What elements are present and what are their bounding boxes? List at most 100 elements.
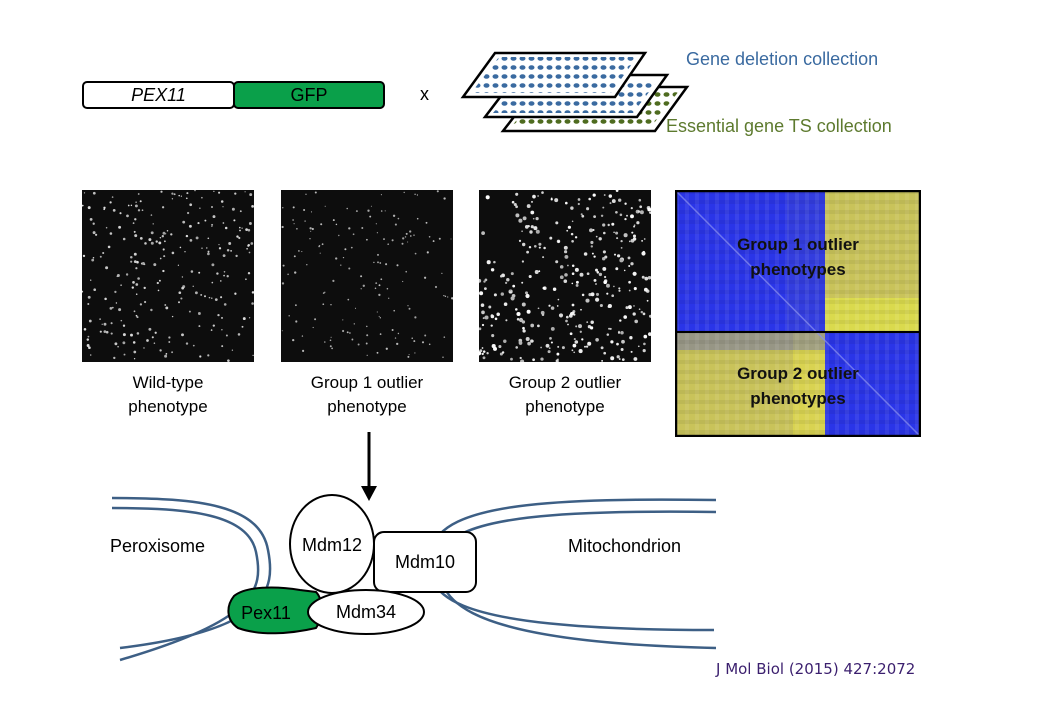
fluorescent-spot xyxy=(538,246,541,249)
fluorescent-spot xyxy=(319,252,321,254)
fluorescent-spot xyxy=(354,307,357,309)
fluorescent-spot xyxy=(220,200,224,203)
fluorescent-spot xyxy=(505,319,508,322)
fluorescent-spot xyxy=(567,264,569,267)
fluorescent-spot xyxy=(239,229,241,232)
fluorescent-spot xyxy=(113,356,116,360)
fluorescent-spot xyxy=(119,212,122,215)
fluorescent-spot xyxy=(643,342,646,346)
fluorescent-spot xyxy=(116,274,120,277)
fluorescent-spot xyxy=(311,227,314,231)
fluorescent-spot xyxy=(501,351,505,354)
fluorescent-spot xyxy=(370,205,372,207)
mitochondrion-label: Mitochondrion xyxy=(568,536,682,556)
fluorescent-spot xyxy=(569,332,573,336)
fluorescent-spot xyxy=(135,267,138,270)
fluorescent-spot xyxy=(366,354,368,356)
fluorescent-spot xyxy=(609,327,612,330)
fluorescent-spot xyxy=(596,271,600,274)
fluorescent-spot xyxy=(133,260,137,263)
fluorescent-spot xyxy=(184,251,186,253)
fluorescent-spot xyxy=(629,336,633,340)
fluorescent-spot xyxy=(194,291,198,295)
fluorescent-spot xyxy=(247,271,251,275)
fluorescent-spot xyxy=(246,247,248,250)
fluorescent-spot xyxy=(526,309,531,314)
fluorescent-spot xyxy=(615,231,619,235)
fluorescent-spot xyxy=(510,272,514,276)
fluorescent-spot xyxy=(127,204,130,207)
fluorescent-spot xyxy=(288,315,290,317)
fluorescent-spot xyxy=(628,280,631,284)
group1-outlier-image xyxy=(281,190,454,362)
plate-stack xyxy=(460,51,690,133)
fluorescent-spot xyxy=(239,210,242,213)
fluorescent-spot xyxy=(247,228,251,232)
fluorescent-spot xyxy=(218,247,222,250)
fluorescent-spot xyxy=(636,221,640,225)
fluorescent-spot xyxy=(615,267,619,271)
fluorescent-spot xyxy=(181,276,184,278)
fluorescent-spot xyxy=(598,237,602,241)
fluorescent-spot xyxy=(211,206,213,208)
fluorescent-spot xyxy=(630,214,634,219)
fluorescent-spot xyxy=(500,292,504,296)
fluorescent-spot xyxy=(374,287,377,290)
fluorescent-spot xyxy=(648,332,652,336)
fluorescent-spot xyxy=(541,313,545,317)
fluorescent-spot xyxy=(342,256,345,259)
fluorescent-spot xyxy=(491,344,496,349)
fluorescent-spot xyxy=(496,312,500,317)
fluorescent-spot xyxy=(105,330,109,334)
fluorescent-spot xyxy=(618,358,621,360)
fluorescent-spot xyxy=(133,252,137,256)
fluorescent-spot xyxy=(383,238,385,241)
fluorescent-spot xyxy=(378,315,380,317)
fluorescent-spot xyxy=(89,217,93,221)
fluorescent-spot xyxy=(573,338,576,341)
fluorescent-spot xyxy=(570,206,574,210)
fluorescent-spot xyxy=(122,333,126,337)
fluorescent-spot xyxy=(606,292,609,295)
fluorescent-spot xyxy=(603,275,607,279)
fluorescent-spot xyxy=(132,341,136,344)
fluorescent-spot xyxy=(332,219,335,222)
fluorescent-spot xyxy=(178,194,180,197)
fluorescent-spot xyxy=(520,359,525,364)
fluorescent-spot xyxy=(616,355,620,359)
fluorescent-spot xyxy=(516,318,520,321)
fluorescent-spot xyxy=(221,345,224,348)
fluorescent-spot xyxy=(151,336,154,339)
fluorescent-spot xyxy=(133,310,136,313)
fluorescent-spot xyxy=(369,215,372,218)
fluorescent-spot xyxy=(241,325,244,328)
fluorescent-spot xyxy=(168,336,171,339)
fluorescent-spot xyxy=(589,228,593,233)
fluorescent-spot xyxy=(217,313,220,317)
fluorescent-spot xyxy=(603,280,608,285)
fluorescent-spot xyxy=(540,357,544,361)
mdm34-label: Mdm34 xyxy=(335,602,397,622)
fluorescent-spot xyxy=(366,325,368,328)
fluorescent-spot xyxy=(411,337,413,339)
fluorescent-spot xyxy=(242,317,246,321)
essential-gene-ts-collection-label: Essential gene TS collection xyxy=(666,116,892,136)
fluorescent-spot xyxy=(237,333,241,336)
fluorescent-spot xyxy=(301,251,303,253)
fluorescent-spot xyxy=(225,334,228,337)
fluorescent-spot xyxy=(641,275,645,279)
fluorescent-spot xyxy=(559,265,564,269)
fluorescent-spot xyxy=(526,250,530,254)
fluorescent-spot xyxy=(296,227,298,230)
fluorescent-spot xyxy=(521,260,525,263)
fluorescent-spot xyxy=(130,260,133,263)
fluorescent-spot xyxy=(107,245,111,249)
fluorescent-spot xyxy=(603,231,606,235)
fluorescent-spot xyxy=(293,223,295,225)
fluorescent-spot xyxy=(212,324,215,327)
fluorescent-spot xyxy=(292,338,295,342)
fluorescent-spot xyxy=(324,291,326,293)
fluorescent-spot xyxy=(414,193,416,196)
fluorescent-spot xyxy=(575,283,579,287)
fluorescent-spot xyxy=(641,251,646,256)
